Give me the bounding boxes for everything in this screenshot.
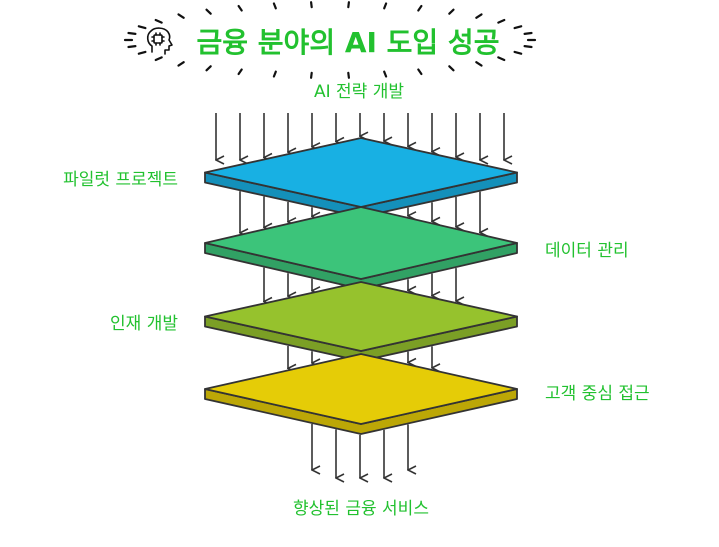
sunburst-ray <box>154 56 163 62</box>
sunburst-ray <box>272 70 277 78</box>
sunburst-ray <box>513 25 523 30</box>
sunburst-ray <box>137 50 147 55</box>
layer-arrows <box>264 267 456 302</box>
sunburst-ray <box>417 4 423 12</box>
sunburst-ray <box>523 44 533 49</box>
sunburst-ray <box>205 8 212 15</box>
sunburst-ray <box>177 13 185 19</box>
sunburst-ray <box>272 2 277 10</box>
layer-label-data-management: 데이터 관리 <box>545 241 629 261</box>
sunburst-decoration <box>123 1 537 79</box>
sunburst-ray <box>137 25 147 30</box>
page-title: 금융 분야의 AI 도입 성공 <box>197 26 500 59</box>
sunburst-ray <box>497 18 506 24</box>
sunburst-ray <box>417 68 423 76</box>
sunburst-ray <box>347 71 350 79</box>
sunburst-ray <box>127 31 137 36</box>
title-group: 금융 분야의 AI 도입 성공 <box>123 1 537 79</box>
sunburst-ray <box>237 68 243 76</box>
layer-plate <box>204 353 518 435</box>
sunburst-ray <box>177 61 185 67</box>
sunburst-ray <box>154 18 163 24</box>
layer-label-pilot-project: 파일럿 프로젝트 <box>63 170 178 190</box>
sunburst-ray <box>497 56 506 62</box>
sunburst-ray <box>310 1 313 9</box>
sunburst-ray <box>383 2 388 10</box>
layer-label-customer-centric: 고객 중심 접근 <box>545 384 650 404</box>
sunburst-ray <box>513 50 523 55</box>
sunburst-ray <box>347 1 350 9</box>
sunburst-ray <box>475 13 483 19</box>
layer-top <box>204 137 518 208</box>
layer-label-talent-development: 인재 개발 <box>110 314 178 334</box>
top-label: AI 전략 개발 <box>314 82 404 102</box>
layer-plate <box>204 281 518 362</box>
layer-plate <box>204 137 518 218</box>
sunburst-ray <box>448 65 455 72</box>
layer-top <box>204 206 518 280</box>
sunburst-ray <box>448 8 455 15</box>
layer-plate <box>204 206 518 290</box>
sunburst-ray <box>523 31 533 36</box>
sunburst-ray <box>127 44 137 49</box>
sunburst-ray <box>205 65 212 72</box>
layer-stack <box>204 137 518 478</box>
layer-arrows <box>288 345 432 369</box>
bottom-label: 향상된 금융 서비스 <box>293 499 429 519</box>
output-arrows <box>312 424 408 478</box>
sunburst-ray <box>475 61 483 67</box>
sunburst-ray <box>237 4 243 12</box>
incoming-arrows <box>216 113 504 160</box>
layer-top <box>204 353 518 425</box>
sunburst-ray <box>310 71 313 79</box>
layer-top <box>204 281 518 352</box>
layer-arrows <box>240 191 480 233</box>
ai-head-chip-icon <box>146 27 173 55</box>
sunburst-ray <box>383 70 388 78</box>
